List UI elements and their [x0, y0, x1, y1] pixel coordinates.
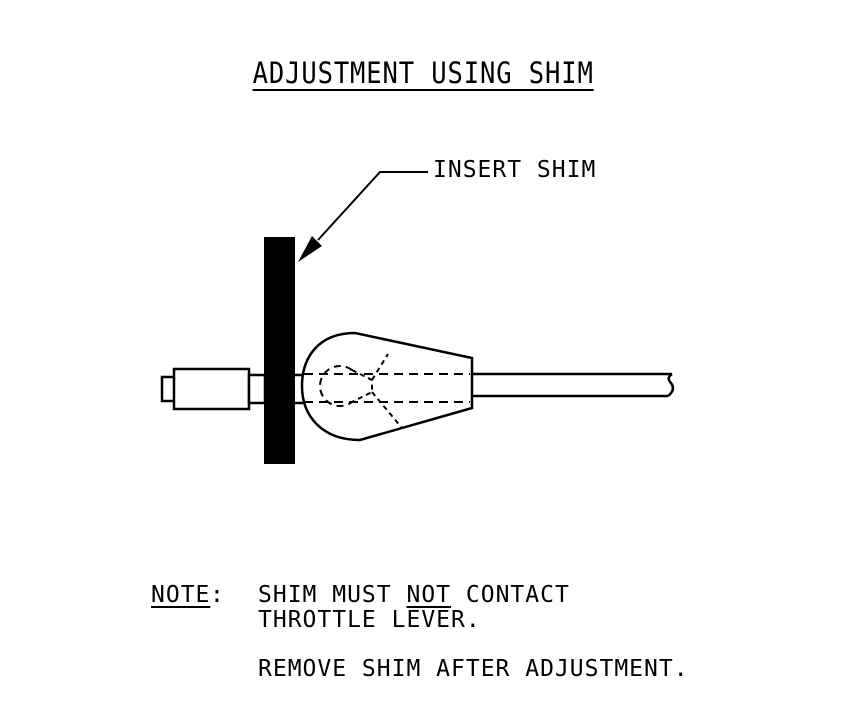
note-line-1-after: CONTACT	[451, 582, 570, 608]
threaded-stub	[160, 367, 267, 411]
note-line-1: SHIM MUST NOT CONTACT	[258, 582, 570, 608]
throttle-lever-ball	[300, 331, 474, 442]
insert-shim-label: INSERT SHIM	[433, 157, 597, 183]
note-line-1-before: SHIM MUST	[258, 582, 407, 608]
callout-leader	[298, 171, 428, 262]
shim	[264, 237, 295, 464]
note-line-3: REMOVE SHIM AFTER ADJUSTMENT.	[258, 656, 689, 682]
note-colon: :	[210, 582, 224, 608]
diagram-title: ADJUSTMENT USING SHIM	[252, 56, 594, 90]
note-label: NOTE	[151, 582, 211, 608]
note-line-2: THROTTLE LEVER.	[258, 607, 481, 633]
note-emphasis-not: NOT	[406, 582, 452, 608]
